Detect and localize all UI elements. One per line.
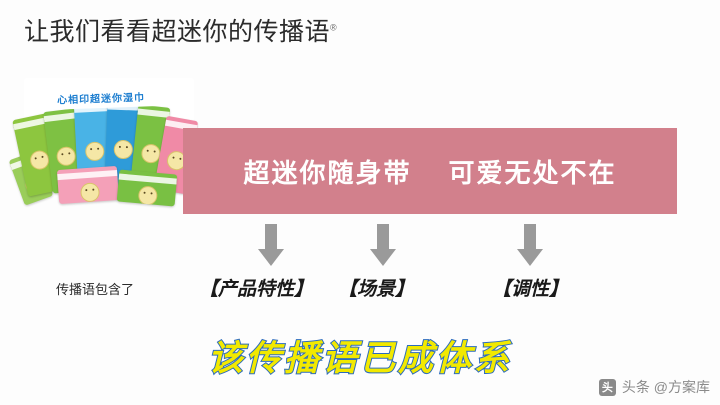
down-arrow-icon-2 [370, 224, 396, 266]
product-photo: 心相印超迷你湿巾 [8, 72, 202, 222]
page-title: 让我们看看超迷你的传播语® [24, 12, 337, 48]
pack-banner-label: 心相印超迷你湿巾 [37, 83, 165, 111]
caption-label: 传播语包含了 [56, 282, 135, 297]
mascot-face-icon [113, 139, 134, 159]
mascot-face-icon [84, 141, 105, 161]
arrow-head [258, 249, 284, 266]
slogan-banner-text: 超迷你随身带 可爱无处不在 [243, 157, 617, 188]
bottom-headline: 该传播语已成体系 [207, 338, 512, 379]
pack-strip [57, 169, 118, 181]
registered-mark-icon: ® [330, 22, 338, 33]
down-arrow-icon-3 [517, 224, 543, 266]
page-title-text: 让我们看看超迷你的传播语 [24, 18, 331, 46]
down-arrow-icon-1 [258, 224, 284, 266]
mascot-face-icon [137, 185, 159, 207]
tag-product-feature: 【产品特性】 [199, 279, 314, 300]
arrow-head [517, 249, 543, 266]
pack-strip [137, 108, 170, 118]
pack-strip [43, 112, 77, 123]
arrow-shaft [265, 224, 277, 250]
pack-strip [118, 173, 177, 185]
toutiao-logo-icon: 头 [598, 378, 616, 396]
tag-scenario: 【场景】 [338, 279, 415, 300]
watermark-text: 头条 @方案库 [621, 379, 710, 395]
slogan-banner: 超迷你随身带 可爱无处不在 [183, 128, 677, 214]
arrow-shaft [524, 224, 536, 250]
pack-strip [13, 117, 48, 131]
tag-tone: 【调性】 [492, 279, 569, 300]
arrow-head [370, 249, 396, 266]
product-pack-7 [56, 165, 120, 205]
mascot-face-icon [79, 182, 101, 203]
mascot-face-icon [55, 145, 77, 167]
product-pack-8 [116, 169, 178, 207]
arrow-shaft [377, 224, 389, 250]
watermark: 头 头条 @方案库 [598, 377, 710, 397]
